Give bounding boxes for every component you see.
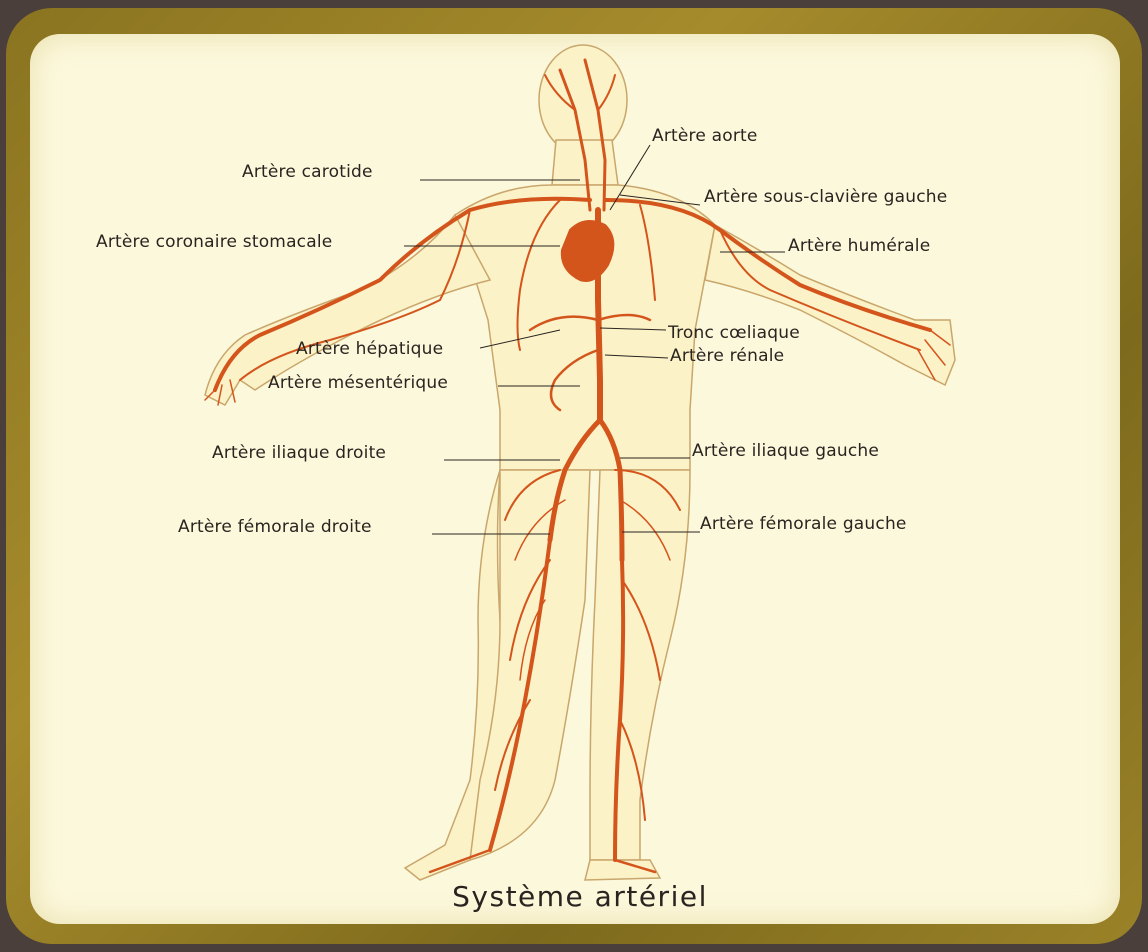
label-artere-coronaire: Artère coronaire stomacale xyxy=(96,232,332,252)
label-tronc-coeliaque: Tronc cœliaque xyxy=(668,323,800,343)
label-artere-carotide: Artère carotide xyxy=(242,162,373,182)
label-artere-iliaque-gauche: Artère iliaque gauche xyxy=(692,441,879,461)
diagram-title: Système artériel xyxy=(410,880,750,913)
label-artere-sous-claviere: Artère sous-clavière gauche xyxy=(704,187,947,207)
label-artere-hepatique: Artère hépatique xyxy=(296,339,443,359)
label-artere-humerale: Artère humérale xyxy=(788,236,930,256)
label-artere-aorte: Artère aorte xyxy=(652,126,758,146)
label-artere-renale: Artère rénale xyxy=(670,346,784,366)
label-artere-femorale-gauche: Artère fémorale gauche xyxy=(700,514,907,534)
label-artere-femorale-droite: Artère fémorale droite xyxy=(178,517,372,537)
label-artere-mesenterique: Artère mésentérique xyxy=(268,373,448,393)
label-artere-iliaque-droite: Artère iliaque droite xyxy=(212,443,386,463)
